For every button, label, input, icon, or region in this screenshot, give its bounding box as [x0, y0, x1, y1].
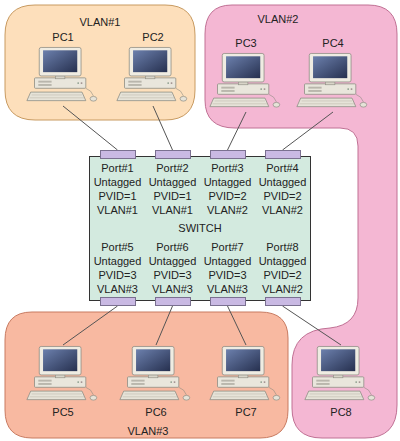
switch-port: Port#6 Untagged PVID=3 VLAN#3: [145, 240, 200, 306]
pc-node: PC6: [118, 345, 194, 421]
switch-port: Port#1 Untagged PVID=1 VLAN#1: [90, 150, 145, 216]
computer-icon: [295, 52, 371, 110]
vlan-label: VLAN#3: [3, 424, 293, 438]
port-tab: [100, 150, 136, 159]
port-label: Port#8 Untagged PVID=2 VLAN#2: [255, 240, 310, 296]
port-label: Port#6 Untagged PVID=3 VLAN#3: [145, 240, 200, 296]
vlan-label: VLAN#2: [228, 12, 328, 26]
port-tab: [100, 297, 136, 306]
pc-label: PC3: [208, 36, 284, 50]
pc-label: PC6: [118, 405, 194, 419]
computer-icon: [25, 345, 101, 403]
computer-icon: [25, 46, 101, 104]
switch-port: Port#8 Untagged PVID=2 VLAN#2: [255, 240, 310, 306]
vlan-label: VLAN#1: [3, 15, 197, 29]
computer-icon: [118, 345, 194, 403]
port-label: Port#7 Untagged PVID=3 VLAN#3: [200, 240, 255, 296]
computer-icon: [117, 47, 187, 101]
computer-icon: [305, 346, 375, 400]
pc-label: PC8: [303, 405, 379, 419]
pc-node: PC5: [25, 345, 101, 421]
switch-port: Port#4 Untagged PVID=2 VLAN#2: [255, 150, 310, 216]
pc-label: PC4: [295, 36, 371, 50]
switch-label: SWITCH: [90, 221, 310, 235]
vlan-region: VLAN#3 PC5 PC6 PC7: [3, 305, 293, 440]
port-label: Port#3 Untagged PVID=2 VLAN#2: [200, 161, 255, 217]
switch-box: SWITCHPort#1 Untagged PVID=1 VLAN#1Port#…: [90, 157, 310, 300]
port-tab: [210, 297, 246, 306]
switch-port: Port#7 Untagged PVID=3 VLAN#3: [200, 240, 255, 306]
port-tab: [155, 297, 191, 306]
port-tab: [265, 150, 301, 159]
pc-node: PC3: [208, 36, 284, 112]
computer-icon: [27, 47, 97, 101]
port-tab: [210, 150, 246, 159]
vlan-region: VLAN#1PC1 PC2: [3, 3, 197, 125]
computer-icon: [120, 346, 190, 400]
pc-label: PC7: [208, 405, 284, 419]
switch-port: Port#3 Untagged PVID=2 VLAN#2: [200, 150, 255, 216]
region-shape: [5, 312, 288, 438]
port-tab: [265, 297, 301, 306]
port-label: Port#2 Untagged PVID=1 VLAN#1: [145, 161, 200, 217]
port-label: Port#4 Untagged PVID=2 VLAN#2: [255, 161, 310, 217]
pc-label: PC5: [25, 405, 101, 419]
switch-port: Port#2 Untagged PVID=1 VLAN#1: [145, 150, 200, 216]
computer-icon: [208, 52, 284, 110]
port-tab: [155, 150, 191, 159]
computer-icon: [210, 346, 280, 400]
pc-label: PC2: [115, 30, 191, 44]
pc-node: PC1: [25, 30, 101, 106]
computer-icon: [115, 46, 191, 104]
pc-label: PC1: [25, 30, 101, 44]
pc-node: PC2: [115, 30, 191, 106]
computer-icon: [210, 53, 280, 107]
computer-icon: [297, 53, 367, 107]
port-label: Port#5 Untagged PVID=3 VLAN#3: [90, 240, 145, 296]
pc-node: PC8: [303, 345, 379, 421]
computer-icon: [27, 346, 97, 400]
pc-node: PC7: [208, 345, 284, 421]
computer-icon: [303, 345, 379, 403]
pc-node: PC4: [295, 36, 371, 112]
switch-port: Port#5 Untagged PVID=3 VLAN#3: [90, 240, 145, 306]
port-label: Port#1 Untagged PVID=1 VLAN#1: [90, 161, 145, 217]
computer-icon: [208, 345, 284, 403]
